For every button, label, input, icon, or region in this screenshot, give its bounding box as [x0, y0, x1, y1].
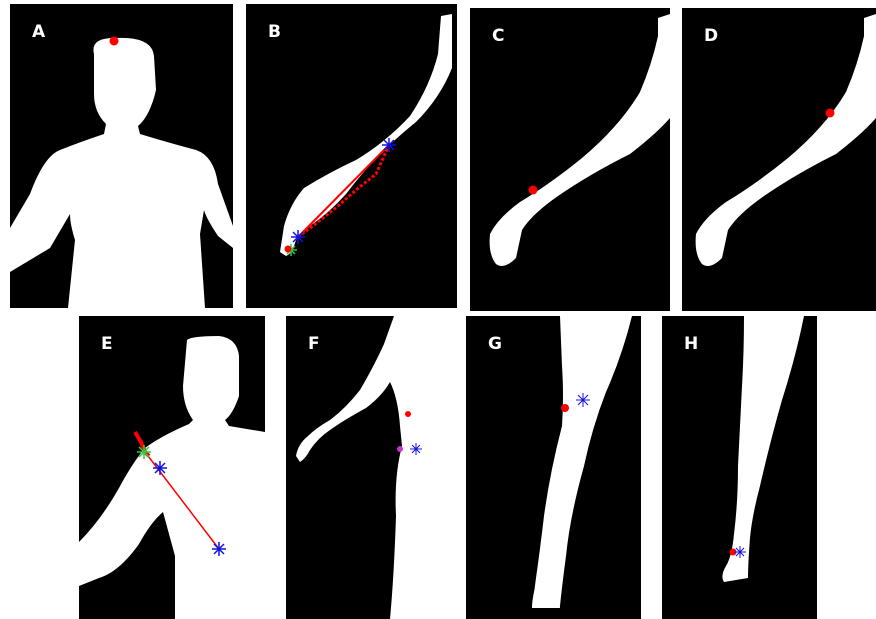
- silhouette-leg: [662, 316, 817, 619]
- silhouette-arm: [246, 4, 457, 308]
- silhouette-arm-body: [286, 316, 444, 619]
- panel-d: D: [682, 8, 876, 311]
- silhouette-leg: [466, 316, 641, 619]
- panel-label-g: G: [488, 334, 502, 354]
- blue-marker: [576, 393, 590, 407]
- silhouette-arm: [682, 8, 876, 311]
- panel-label-a: A: [32, 22, 45, 42]
- panel-f: F: [286, 316, 444, 619]
- silhouette-arm: [470, 8, 670, 311]
- panel-label-f: F: [308, 334, 320, 354]
- panel-e: E: [79, 316, 265, 619]
- panel-label-h: H: [684, 334, 698, 354]
- keypoint-red: [405, 411, 411, 417]
- blue-marker-upper: [382, 138, 396, 152]
- silhouette-torso-arm: [79, 316, 265, 619]
- panel-label-e: E: [101, 334, 113, 354]
- panel-a: A: [10, 4, 233, 308]
- panel-label-d: D: [704, 26, 718, 46]
- panel-c: C: [470, 8, 670, 311]
- silhouette-upper-body: [10, 4, 233, 308]
- panel-g: G: [466, 316, 641, 619]
- keypoint-magenta: [397, 446, 403, 452]
- keypoint-hand: [285, 246, 292, 253]
- keypoint-shoulder: [826, 109, 835, 118]
- keypoint-knee: [561, 404, 569, 412]
- panel-h: H: [662, 316, 817, 619]
- blue-marker-upper: [153, 461, 167, 475]
- panel-label-b: B: [268, 22, 281, 42]
- panel-b: B: [246, 4, 457, 308]
- blue-marker-lower: [212, 542, 226, 556]
- green-marker: [137, 445, 151, 459]
- panel-label-c: C: [492, 26, 504, 46]
- keypoint-head-top: [110, 37, 119, 46]
- blue-marker-lower: [291, 230, 305, 244]
- keypoint-elbow: [529, 186, 538, 195]
